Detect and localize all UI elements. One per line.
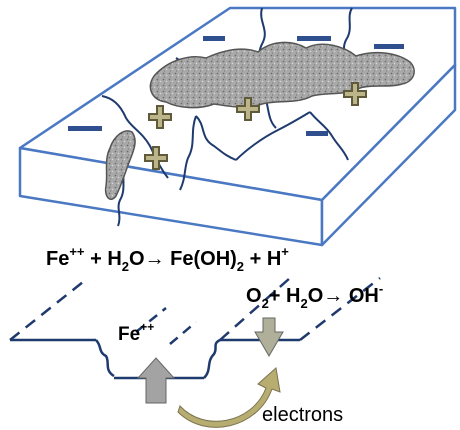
electron-flow-arrow [177,367,281,428]
minus-sign [203,36,225,41]
corrosion-deposit-pit [104,130,136,200]
slab-right-face [320,63,457,247]
minus-sign [68,126,102,131]
plus-shape [236,97,260,121]
cathode-equation: O2+ H2O→ OH- [246,281,383,311]
cathode-markers [68,36,404,136]
minus-sign [306,131,328,136]
plus-shape [343,82,367,106]
electrons-label: electrons [262,404,343,426]
plus-shape [144,146,168,170]
ion-up-arrow [136,357,176,404]
plus-sign [144,146,168,170]
oxygen-down-arrow [254,317,284,357]
plus-sign [343,82,367,106]
anode-equation: Fe++ + H2O→ Fe(OH)2 + H+ [46,244,289,274]
metal-slab [18,6,457,247]
plus-sign [148,105,172,129]
minus-sign [297,36,331,41]
anode-markers [144,82,367,170]
plus-shape [148,105,172,129]
plus-sign [236,97,260,121]
cross-section [9,277,381,380]
minus-sign [374,44,404,49]
pit-ion-label: Fe++ [118,320,154,345]
